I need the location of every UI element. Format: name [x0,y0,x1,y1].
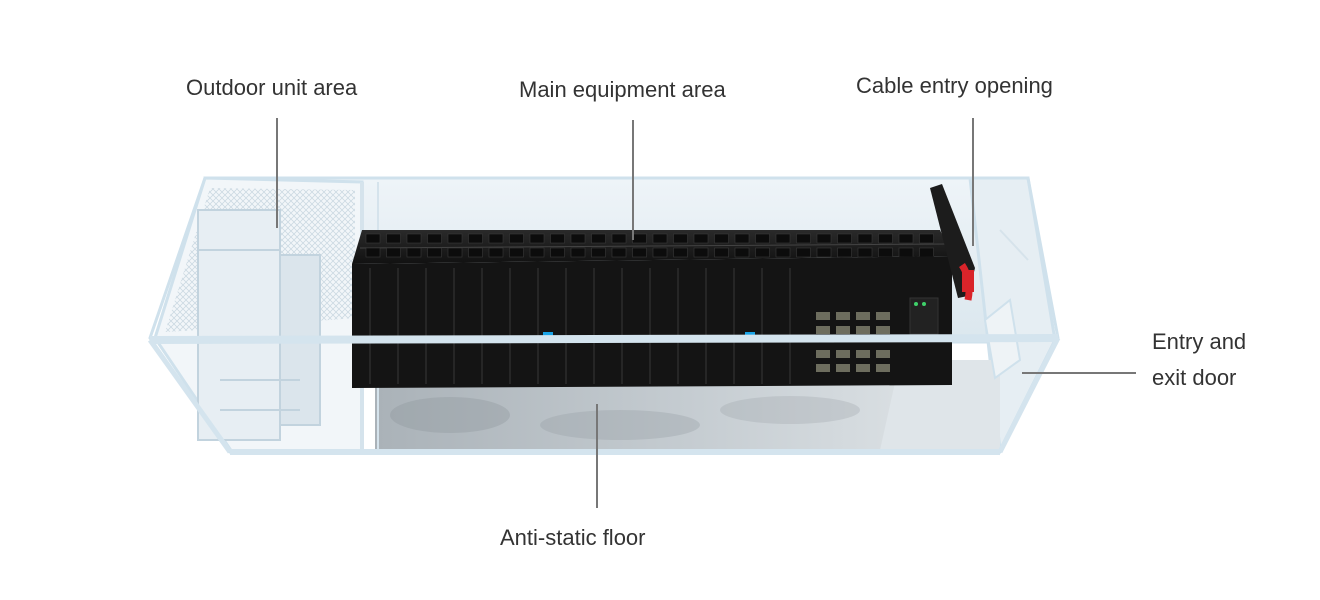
cable-entry-opening [930,184,975,301]
rack-top-slot [898,233,914,244]
rack-top-slot [816,247,832,258]
rack-top-slot [406,233,422,244]
rack-top-slot [591,247,606,258]
rack-top-slot [755,233,770,244]
rack-top-slot [775,233,791,244]
rack-top-slot [447,233,463,244]
label-entry-exit-door-line2: exit door [1152,365,1237,390]
rack-top-slot [550,247,565,258]
rack-top-slot [878,247,893,258]
rack-indicator-light [543,332,553,338]
rack-top-slot [652,247,668,258]
rack-top-slot [570,247,586,258]
rack-top-slot [878,233,893,244]
rack-top-slot [919,233,934,244]
label-cable-entry-opening: Cable entry opening [856,73,1053,98]
rack-top-slot [427,247,442,258]
rack-top-slot [632,233,647,244]
rack-top-slot [529,247,545,258]
rack-top-slot [509,233,524,244]
rack-top-slot [570,233,586,244]
rack-top-slot [386,233,401,244]
rack-top-slot [693,247,709,258]
rack-top-slot [816,233,832,244]
rack-top-slot [447,247,463,258]
rack-top-slot [734,247,750,258]
rack-top-slot [673,247,688,258]
rack-top-slot [837,233,852,244]
rack-top-slot [796,233,811,244]
main-equipment-area [352,230,952,388]
rack-top-slot [550,233,565,244]
rack-top-slot [427,233,442,244]
rack-top-slot [632,247,647,258]
rack-top-slot [509,247,524,258]
rack-top-slot [652,233,668,244]
anti-static-floor [375,385,1000,452]
rack-top-slot [611,247,627,258]
container-front-frame [147,176,1061,455]
label-entry-exit-door: Entry and exit door [1152,324,1302,396]
rack-top-slot [529,233,545,244]
rack-top-slot [796,247,811,258]
rack-top-slot [386,247,401,258]
rack-top-slot [837,247,852,258]
rack-top-slot [919,247,934,258]
rack-top-slot [488,247,504,258]
rack-top-slot [611,233,627,244]
rack-top-slot [714,233,729,244]
label-main-equipment-area: Main equipment area [519,77,726,102]
rack-top-slot [365,247,381,258]
label-anti-static-floor: Anti-static floor [500,525,646,550]
rack-top-slot [365,233,381,244]
rack-top-slot [857,247,873,258]
rack-top-slot [468,233,483,244]
rack-top-slot [468,247,483,258]
rack-control-panel [816,312,890,372]
rack-top-slot [775,247,791,258]
rack-top-slot [591,233,606,244]
rack-top-slot [714,247,729,258]
rack-top-slot [673,233,688,244]
rack-top-slot [406,247,422,258]
label-entry-exit-door-line1: Entry and [1152,329,1247,354]
rack-top-slot [755,247,770,258]
rack-top-slot [734,233,750,244]
rack-top-slot [898,247,914,258]
rack-top-slot [693,233,709,244]
label-outdoor-unit-area: Outdoor unit area [186,75,358,100]
leader-lines [276,118,1136,508]
rack-top-slot [857,233,873,244]
rack-top-slot [488,233,504,244]
